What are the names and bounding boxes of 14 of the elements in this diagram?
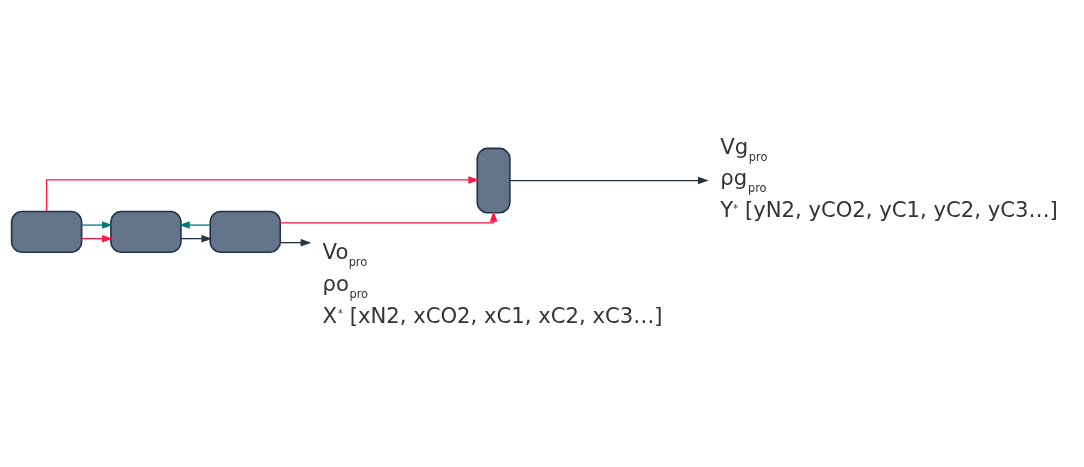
node-box [476,147,511,214]
node-box [209,210,282,254]
arrow [80,221,113,229]
arrow [45,176,480,212]
node-text: Vg$_{pro}$ ρg$_{pro}$ Y$^{*}$ [yN2, yCO2, yC1, yC2, yC3…] [720,133,1058,223]
node-text: Vo$_{pro}$ ρo$_{pro}$ X$^{*}$ [xN2, xCO2, xC1, xC2, xC3…] [322,239,663,328]
node-box [110,210,182,254]
arrow [279,238,312,247]
arrow [509,176,709,185]
arrow [180,234,213,243]
arrow [80,234,113,243]
arrow [179,221,211,229]
node-box [10,210,83,254]
arrow [279,210,498,224]
